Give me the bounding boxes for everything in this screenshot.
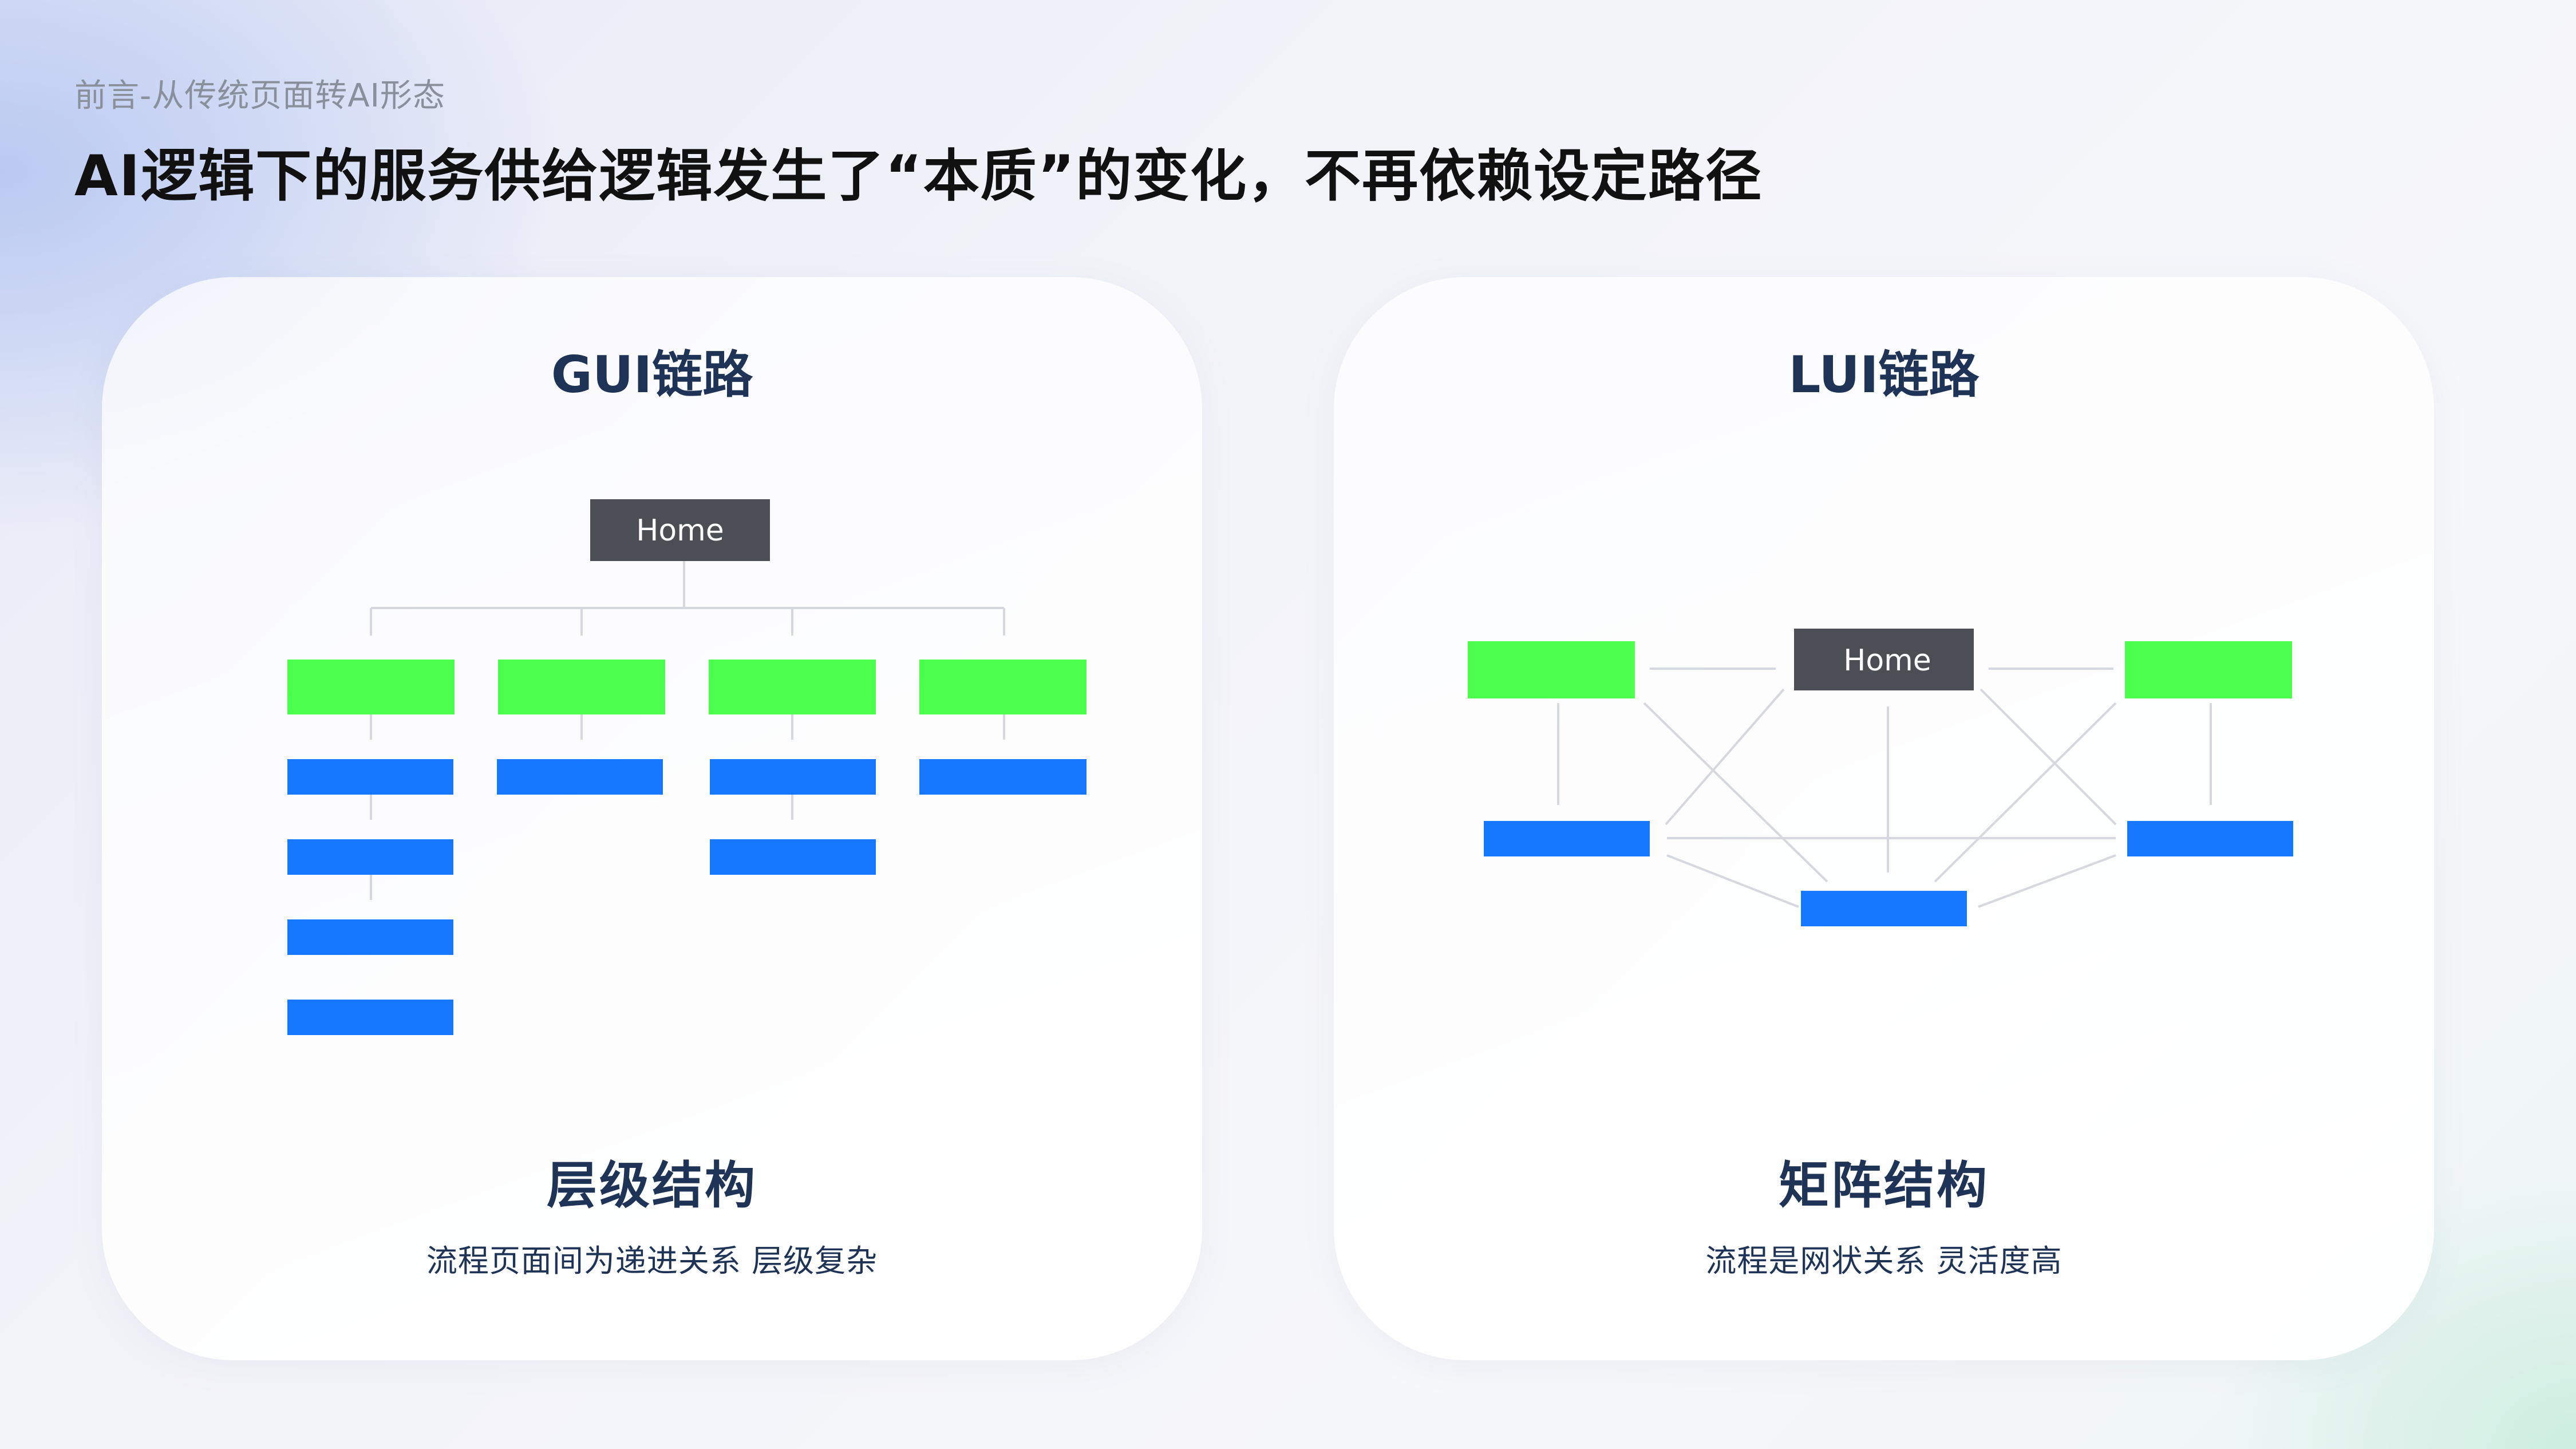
blue-node xyxy=(287,759,453,795)
connector xyxy=(1643,702,1828,883)
blue-node xyxy=(497,759,663,795)
green-node xyxy=(2125,641,2292,698)
green-node xyxy=(498,660,665,714)
connector xyxy=(1665,688,1785,826)
blue-node xyxy=(287,839,453,875)
gui-card: GUI链路 Home xyxy=(102,277,1202,1360)
lui-structure-title: 矩阵结构 xyxy=(1778,1156,1989,1215)
gui-sub-nodes xyxy=(287,759,1086,1035)
section-subtitle: 前言-从传统页面转AI形态 xyxy=(74,77,446,115)
blue-node xyxy=(2127,821,2293,856)
connector xyxy=(1666,854,1799,908)
lui-card: LUI链路 Home 矩阵结构 流程是网状关系 灵活 xyxy=(1334,277,2434,1360)
lui-home-node xyxy=(1794,629,1974,690)
lui-card-title: LUI链路 xyxy=(1788,345,1980,404)
blue-node xyxy=(287,919,453,955)
gui-card-title: GUI链路 xyxy=(551,345,753,404)
blue-node xyxy=(710,759,876,795)
lui-blue-nodes xyxy=(1484,821,2293,926)
gui-connectors xyxy=(370,561,1005,900)
lui-matrix-diagram: Home xyxy=(1468,629,2293,926)
connector xyxy=(1934,702,2117,883)
gui-hierarchy-diagram: Home xyxy=(287,499,1086,1035)
gui-structure-title: 层级结构 xyxy=(546,1156,757,1215)
green-node xyxy=(919,660,1086,714)
page-title: AI逻辑下的服务供给逻辑发生了“本质”的变化，不再依赖设定路径 xyxy=(74,144,1763,209)
green-node xyxy=(287,660,455,714)
blue-node xyxy=(1801,891,1967,926)
gui-level1-nodes xyxy=(287,660,1086,714)
gui-structure-desc: 流程页面间为递进关系 层级复杂 xyxy=(426,1243,878,1279)
connector xyxy=(1978,854,2116,908)
green-node xyxy=(1468,641,1635,698)
gui-home-label: Home xyxy=(636,514,724,548)
lui-home-label: Home xyxy=(1843,643,1931,678)
blue-node xyxy=(710,839,876,875)
blue-node xyxy=(1484,821,1650,856)
connector xyxy=(1980,688,2117,826)
lui-structure-desc: 流程是网状关系 灵活度高 xyxy=(1705,1243,2063,1279)
blue-node xyxy=(919,759,1086,795)
green-node xyxy=(709,660,876,714)
lui-connectors xyxy=(1557,668,2212,908)
lui-green-nodes xyxy=(1468,641,2292,698)
gui-home-node xyxy=(590,499,770,561)
blue-node xyxy=(287,1000,453,1035)
